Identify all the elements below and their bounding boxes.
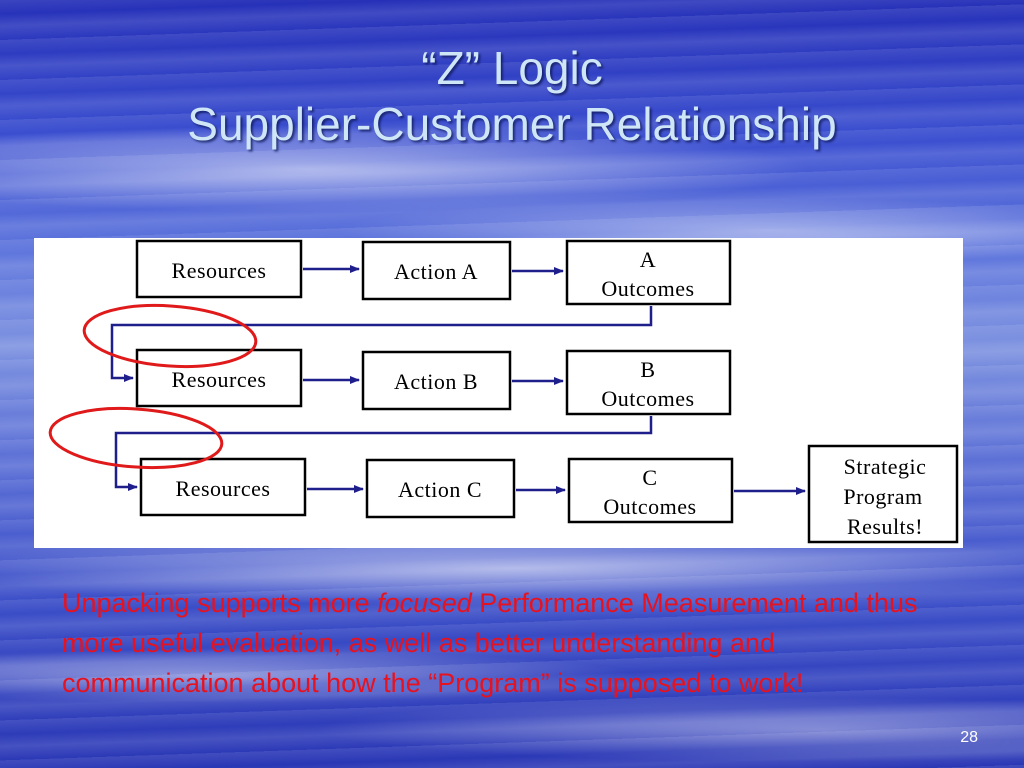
results-line2: Program — [843, 484, 922, 509]
outcome-box-row1 — [565, 239, 732, 306]
resources-label-row1: Resources — [172, 258, 267, 283]
resources-label-row2: Resources — [172, 367, 267, 392]
results-line3: Results! — [847, 514, 923, 539]
action-label-row2: Action B — [394, 369, 478, 394]
action-label-row1: Action A — [394, 259, 478, 284]
action-label-row3: Action C — [398, 477, 482, 502]
outcome-label-row2: Outcomes — [601, 386, 694, 411]
outcome-letter-row3: C — [642, 465, 657, 490]
caption-part2: Performance Measurement and thus more us… — [62, 588, 918, 698]
outcome-letter-row1: A — [640, 247, 656, 272]
outcome-letter-row2: B — [640, 357, 655, 382]
highlight-ellipse-upper — [82, 303, 258, 369]
connector-b-to-resources-c — [114, 416, 653, 491]
slide-title-line1: “Z” Logic — [421, 42, 603, 94]
caption-emphasis: focused — [377, 588, 472, 618]
resources-box-row1 — [135, 239, 303, 299]
outcome-label-row1: Outcomes — [601, 276, 694, 301]
action-box-row3 — [365, 458, 516, 519]
outcome-label-row3: Outcomes — [603, 494, 696, 519]
z-logic-diagram: Resources Action A A Outcomes Resources … — [34, 238, 963, 548]
results-line1: Strategic — [844, 454, 927, 479]
caption-part1: Unpacking supports more — [62, 588, 378, 618]
strategic-results-box — [807, 444, 959, 544]
z-logic-flowchart: Resources Action A A Outcomes Resources … — [48, 239, 959, 544]
action-box-row2 — [361, 350, 512, 411]
resources-label-row3: Resources — [176, 476, 271, 501]
outcome-box-row3 — [567, 457, 734, 524]
connector-a-to-resources-b — [110, 306, 653, 382]
highlight-ellipse-lower — [48, 406, 224, 470]
slide-title-line2: Supplier-Customer Relationship — [187, 98, 837, 150]
slide-title: “Z” Logic Supplier-Customer Relationship — [0, 40, 1024, 152]
resources-box-row2 — [135, 348, 303, 408]
outcome-box-row2 — [565, 349, 732, 416]
action-box-row1 — [361, 240, 512, 301]
page-number: 28 — [960, 729, 978, 746]
caption-text: Unpacking supports more focused Performa… — [62, 583, 962, 703]
